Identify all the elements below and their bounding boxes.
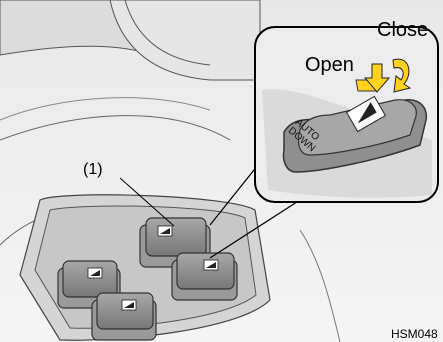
figure-code: HSM048 <box>391 327 438 341</box>
callout-number: (1) <box>83 161 103 179</box>
rear-left-switch <box>92 293 156 340</box>
open-label: Open <box>305 54 354 77</box>
rear-right-switch <box>172 253 237 300</box>
close-label: Close <box>377 19 428 42</box>
